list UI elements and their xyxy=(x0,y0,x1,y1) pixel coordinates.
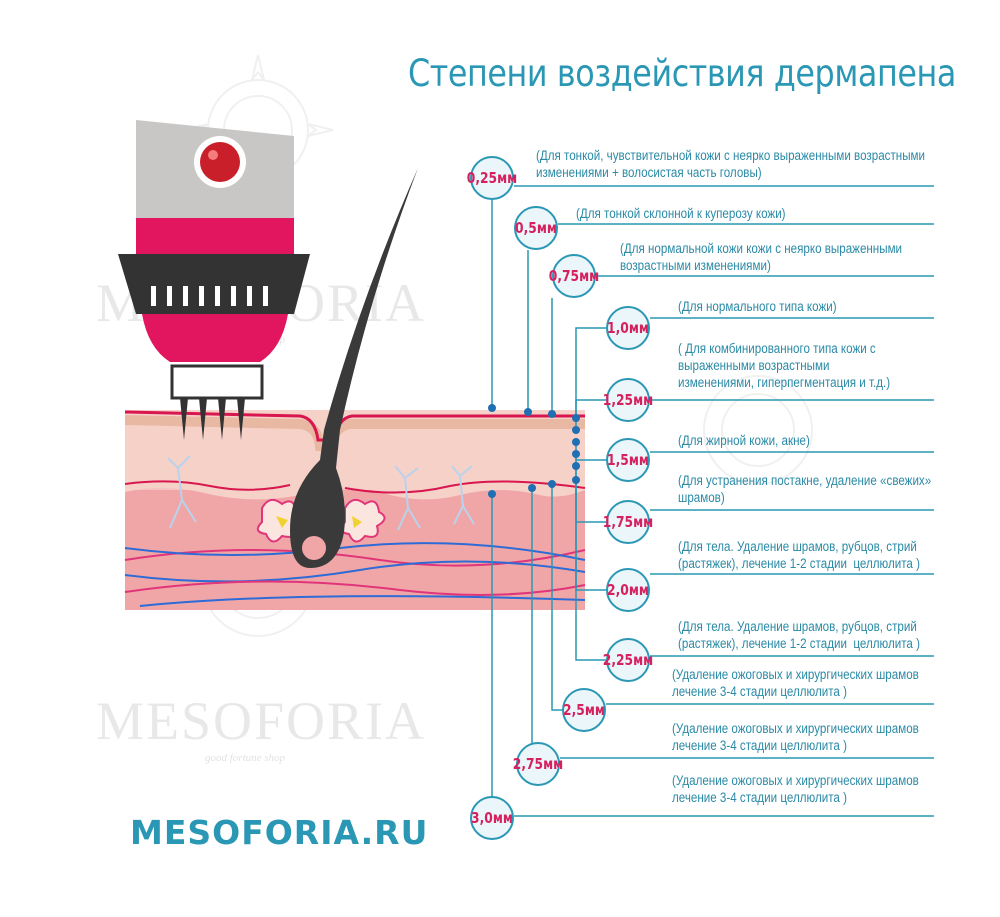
depth-description-4: (Для нормального типа кожи) xyxy=(678,299,837,314)
watermark-bottom: MESOFORIA xyxy=(96,691,427,751)
depth-badge-7: 1,75мм xyxy=(602,500,654,544)
depth-marker-9 xyxy=(572,476,580,484)
depth-badge-2: 0,5мм xyxy=(514,206,558,250)
depth-description-11: (Удаление ожоговых и хирургических шрамо… xyxy=(672,721,919,753)
depth-markers xyxy=(488,404,580,498)
depth-value: 0,25мм xyxy=(466,169,518,187)
depth-value: 0,5мм xyxy=(515,219,557,237)
depth-value: 2,0мм xyxy=(607,581,649,599)
depth-marker-1 xyxy=(488,404,496,412)
depth-leader-10 xyxy=(551,484,562,711)
depth-leader-4 xyxy=(575,327,606,418)
depth-description-7: (Для устранения постакне, удаление «свеж… xyxy=(678,473,932,505)
depth-badge-10: 2,5мм xyxy=(562,688,606,732)
depth-marker-2 xyxy=(524,408,532,416)
depth-value: 2,75мм xyxy=(512,755,564,773)
depth-description-12: (Удаление ожоговых и хирургических шрамо… xyxy=(672,773,919,805)
depth-marker-11 xyxy=(528,484,536,492)
depth-badge-11: 2,75мм xyxy=(512,742,564,786)
page-title: Степени воздействия дермапена xyxy=(408,52,956,95)
depth-value: 1,5мм xyxy=(607,451,649,469)
depth-value: 1,0мм xyxy=(607,319,649,337)
depth-badge-9: 2,25мм xyxy=(602,638,654,682)
dermapen-vent-slots xyxy=(151,286,268,306)
watermark-bottom-tagline: good fortune shop xyxy=(205,752,286,764)
depth-badge-12: 3,0мм xyxy=(470,796,514,840)
depth-value: 1,75мм xyxy=(602,513,654,531)
hair-strand xyxy=(290,168,418,568)
dermapen-needles xyxy=(180,398,245,440)
depth-description-10: (Удаление ожоговых и хирургических шрамо… xyxy=(672,667,919,699)
depth-badge-1: 0,25мм xyxy=(466,156,518,200)
depth-value: 2,25мм xyxy=(602,651,654,669)
nerve-endings xyxy=(167,455,475,531)
depth-description-2: (Для тонкой склонной к куперозу кожи) xyxy=(576,206,786,221)
depth-marker-3 xyxy=(548,410,556,418)
hair-bulb-papilla xyxy=(302,536,326,560)
depth-marker-5 xyxy=(572,426,580,434)
depth-marker-10 xyxy=(548,480,556,488)
site-url[interactable]: MESOFORIA.RU xyxy=(130,813,429,852)
depth-value: 0,75мм xyxy=(548,267,600,285)
depth-badge-6: 1,5мм xyxy=(606,438,650,482)
depth-marker-12 xyxy=(488,490,496,498)
depth-badge-3: 0,75мм xyxy=(548,254,600,298)
watermark-ornament-right xyxy=(703,375,813,485)
skin-block xyxy=(124,410,586,610)
depth-description-8: (Для тела. Удаление шрамов, рубцов, стри… xyxy=(678,539,920,571)
depth-value: 3,0мм xyxy=(471,809,513,827)
dermal-vessels xyxy=(124,542,586,607)
dermapen-device xyxy=(118,120,310,440)
depth-value: 2,5мм xyxy=(563,701,605,719)
depth-description-3: (Для нормальной кожи кожи с неярко выраж… xyxy=(620,241,903,273)
depth-badge-5: 1,25мм xyxy=(602,378,654,422)
depth-description-1: (Для тонкой, чувствительной кожи с неярк… xyxy=(536,148,926,180)
depth-marker-8 xyxy=(572,462,580,470)
depth-badge-4: 1,0мм xyxy=(606,306,650,350)
depth-description-5: ( Для комбинированного типа кожи с выраж… xyxy=(678,341,891,390)
depth-badge-8: 2,0мм xyxy=(606,568,650,612)
depth-description-9: (Для тела. Удаление шрамов, рубцов, стри… xyxy=(678,619,920,651)
depth-marker-4 xyxy=(572,414,580,422)
depth-description-6: (Для жирной кожи, акне) xyxy=(678,433,810,448)
depth-value: 1,25мм xyxy=(602,391,654,409)
depth-leader-9 xyxy=(575,480,606,661)
depth-marker-7 xyxy=(572,450,580,458)
depth-marker-6 xyxy=(572,438,580,446)
